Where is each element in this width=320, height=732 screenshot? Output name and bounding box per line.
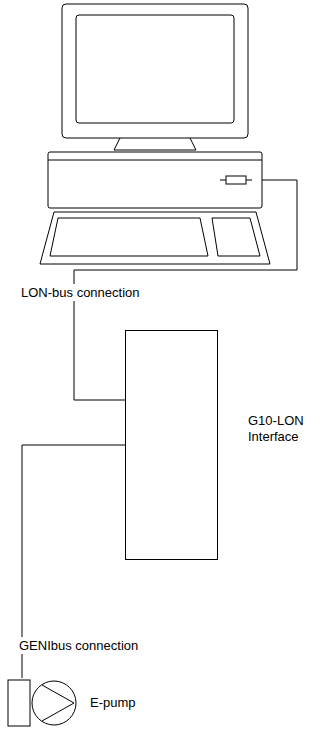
impeller-mark — [42, 685, 74, 721]
bus-label: LON-bus connection — [18, 284, 143, 301]
bus-label: GENIbus connection — [16, 637, 141, 654]
interface-label: G10-LON Interface — [248, 413, 316, 444]
pump-unit: E-pump — [6, 678, 146, 728]
interface-box: G10-LON Interface — [125, 330, 218, 560]
pump-label: E-pump — [90, 695, 136, 711]
motor-body — [8, 680, 30, 726]
pump-housing — [32, 681, 76, 725]
